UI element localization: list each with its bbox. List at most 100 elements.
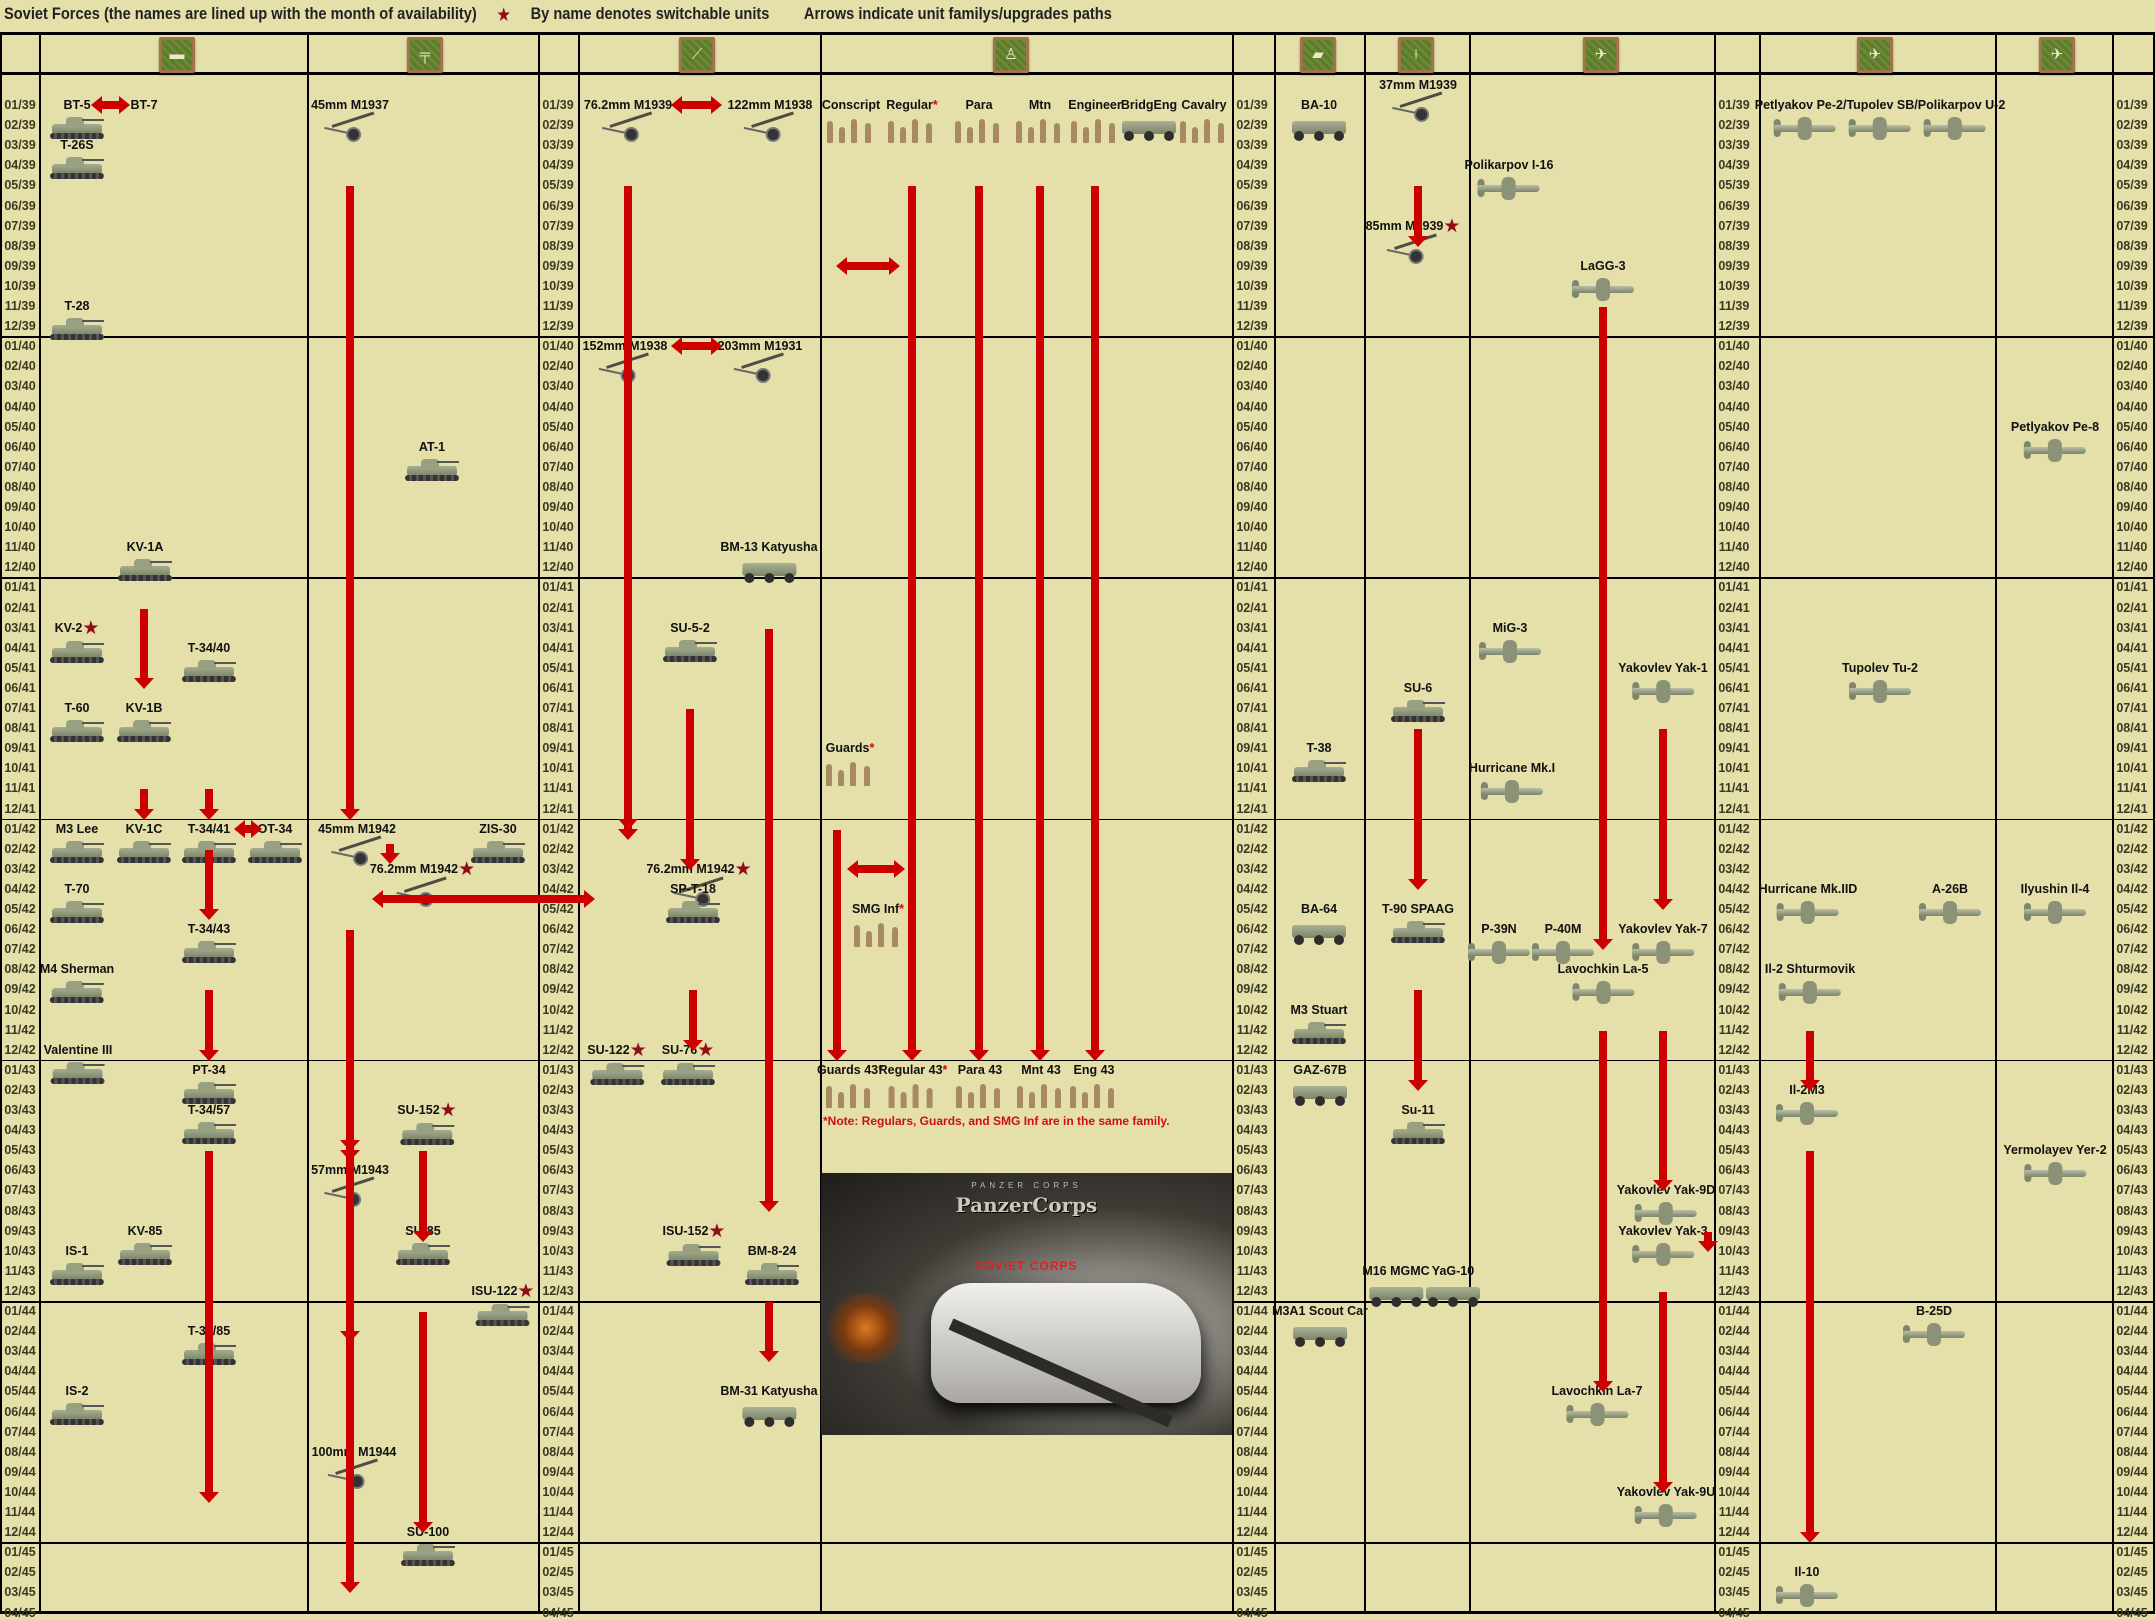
unit-name-text: M16 MGMC	[1362, 1263, 1430, 1278]
vehicle-sprite	[1289, 1080, 1351, 1106]
month-label: 05/40	[4, 419, 36, 434]
unit-name: Tupolev Tu-2	[1842, 661, 1918, 675]
month-label: 10/42	[1718, 1002, 1750, 1017]
vehicle-sprite	[1288, 919, 1350, 945]
field-gun-sprite	[742, 111, 798, 142]
month-label: 09/44	[1718, 1464, 1750, 1479]
aircraft-sprite	[1568, 276, 1638, 302]
tank-sprite	[48, 1261, 106, 1285]
month-label: 01/41	[1718, 580, 1750, 595]
unit-name: T-90 SPAAG	[1382, 902, 1454, 916]
month-label: 06/43	[2116, 1163, 2148, 1178]
month-label: 01/42	[1236, 821, 1268, 836]
upgrade-path-arrow	[380, 843, 400, 865]
unit-name-text: 37mm M1939	[1379, 77, 1457, 92]
month-label: 05/44	[1718, 1384, 1750, 1399]
month-label: 01/43	[4, 1062, 36, 1077]
unit-name: Lavochkin La-5	[1558, 962, 1649, 976]
unit-entry: OT-34	[246, 822, 304, 863]
year-separator	[0, 1542, 2155, 1544]
infantry-sprite	[949, 115, 1009, 143]
upgrade-path-arrow	[683, 990, 703, 1052]
month-label: 08/41	[542, 721, 574, 736]
unit-entry: P-40M	[1528, 922, 1598, 965]
month-label: 08/43	[542, 1203, 574, 1218]
unit-name: Regular*	[882, 98, 942, 112]
month-label: 04/43	[2116, 1123, 2148, 1138]
unit-entry: ZIS-30	[469, 822, 527, 863]
month-label: 12/43	[4, 1283, 36, 1298]
month-label: 04/44	[542, 1364, 574, 1379]
unit-name: Valentine III	[44, 1043, 113, 1057]
unit-name-text: BT-7	[130, 98, 158, 112]
tank-sprite	[48, 839, 106, 863]
tank-sprite	[1389, 919, 1447, 943]
month-label: 08/43	[4, 1203, 36, 1218]
unit-name: Para 43	[950, 1063, 1010, 1077]
unit-name-text: Mtn	[1028, 98, 1052, 112]
month-label: 11/44	[542, 1505, 574, 1519]
month-label: 02/39	[542, 118, 574, 133]
month-label: 11/40	[1718, 540, 1750, 555]
unit-entry: T-34/57	[180, 1103, 238, 1144]
switchable-star-icon: ★	[517, 1280, 535, 1302]
month-label: 06/42	[4, 922, 36, 937]
month-label: 03/42	[4, 861, 36, 876]
month-label: 09/44	[1236, 1464, 1268, 1479]
upgrade-path-arrow	[199, 1151, 219, 1503]
month-label: 10/40	[1718, 520, 1750, 535]
month-label: 06/40	[2116, 439, 2148, 454]
unit-entry: SMG Inf*	[848, 902, 908, 947]
unit-entry: BridgEng	[1118, 98, 1180, 141]
month-label: 11/41	[1236, 781, 1268, 796]
unit-name: GAZ-67B	[1289, 1063, 1351, 1077]
tactical-bomber-class-icon: ✈	[1857, 37, 1893, 73]
month-label: 11/43	[1718, 1263, 1750, 1278]
unit-name-text: KV-2	[54, 620, 83, 635]
month-label: 05/42	[1718, 902, 1750, 916]
column-divider	[1714, 32, 1716, 1613]
unit-name: BA-64	[1288, 902, 1350, 916]
unit-entry: M16 MGMC	[1362, 1263, 1430, 1307]
family-asterisk: *	[942, 1062, 948, 1077]
unit-name: SU-6	[1389, 681, 1447, 695]
month-label: 10/41	[2116, 761, 2148, 776]
month-label: 01/40	[1236, 339, 1268, 354]
unit-name-text: SP-T-18	[670, 881, 716, 896]
month-label: 12/42	[4, 1042, 36, 1057]
month-label: 06/40	[1236, 439, 1268, 454]
unit-name: BT-7	[130, 98, 157, 112]
month-label: 10/39	[4, 278, 36, 293]
artillery-class-icon: ⟋	[679, 37, 715, 73]
month-label: 08/42	[1718, 962, 1750, 977]
month-label: 11/39	[1718, 299, 1750, 313]
month-label: 03/44	[1718, 1344, 1750, 1359]
unit-name: Petlyakov Pe-8	[2011, 420, 2099, 434]
upgrade-path-arrow	[1698, 1231, 1718, 1252]
column-divider	[2112, 32, 2114, 1613]
column-divider	[1469, 32, 1471, 1613]
month-label: 02/42	[1718, 841, 1750, 856]
unit-name-text: Lavochkin La-5	[1557, 962, 1649, 977]
infantry-family-note: *Note: Regulars, Guards, and SMG Inf are…	[823, 1114, 1170, 1128]
recon-class-icon: ▰	[1300, 37, 1336, 73]
month-label: 10/42	[542, 1002, 574, 1017]
unit-name-text: Conscript	[821, 98, 881, 112]
month-label: 10/40	[1236, 520, 1268, 535]
month-label: 06/39	[1236, 198, 1268, 213]
unit-name-text: IS-1	[65, 1243, 89, 1258]
tank-sprite	[48, 115, 106, 139]
month-label: 06/40	[1718, 439, 1750, 454]
month-label: 11/43	[2116, 1263, 2148, 1278]
month-label: 10/40	[2116, 520, 2148, 535]
tank-sprite	[116, 1241, 174, 1265]
unit-name-text: BT-5	[63, 98, 91, 112]
aircraft-sprite	[1631, 1200, 1701, 1226]
month-label: 12/39	[1718, 319, 1750, 334]
month-label: 05/44	[542, 1384, 574, 1399]
month-label: 04/44	[1236, 1364, 1268, 1379]
year-separator	[0, 336, 2155, 338]
month-label: 05/39	[1236, 178, 1268, 193]
month-label: 09/41	[542, 741, 574, 756]
month-label: 12/41	[1718, 801, 1750, 816]
